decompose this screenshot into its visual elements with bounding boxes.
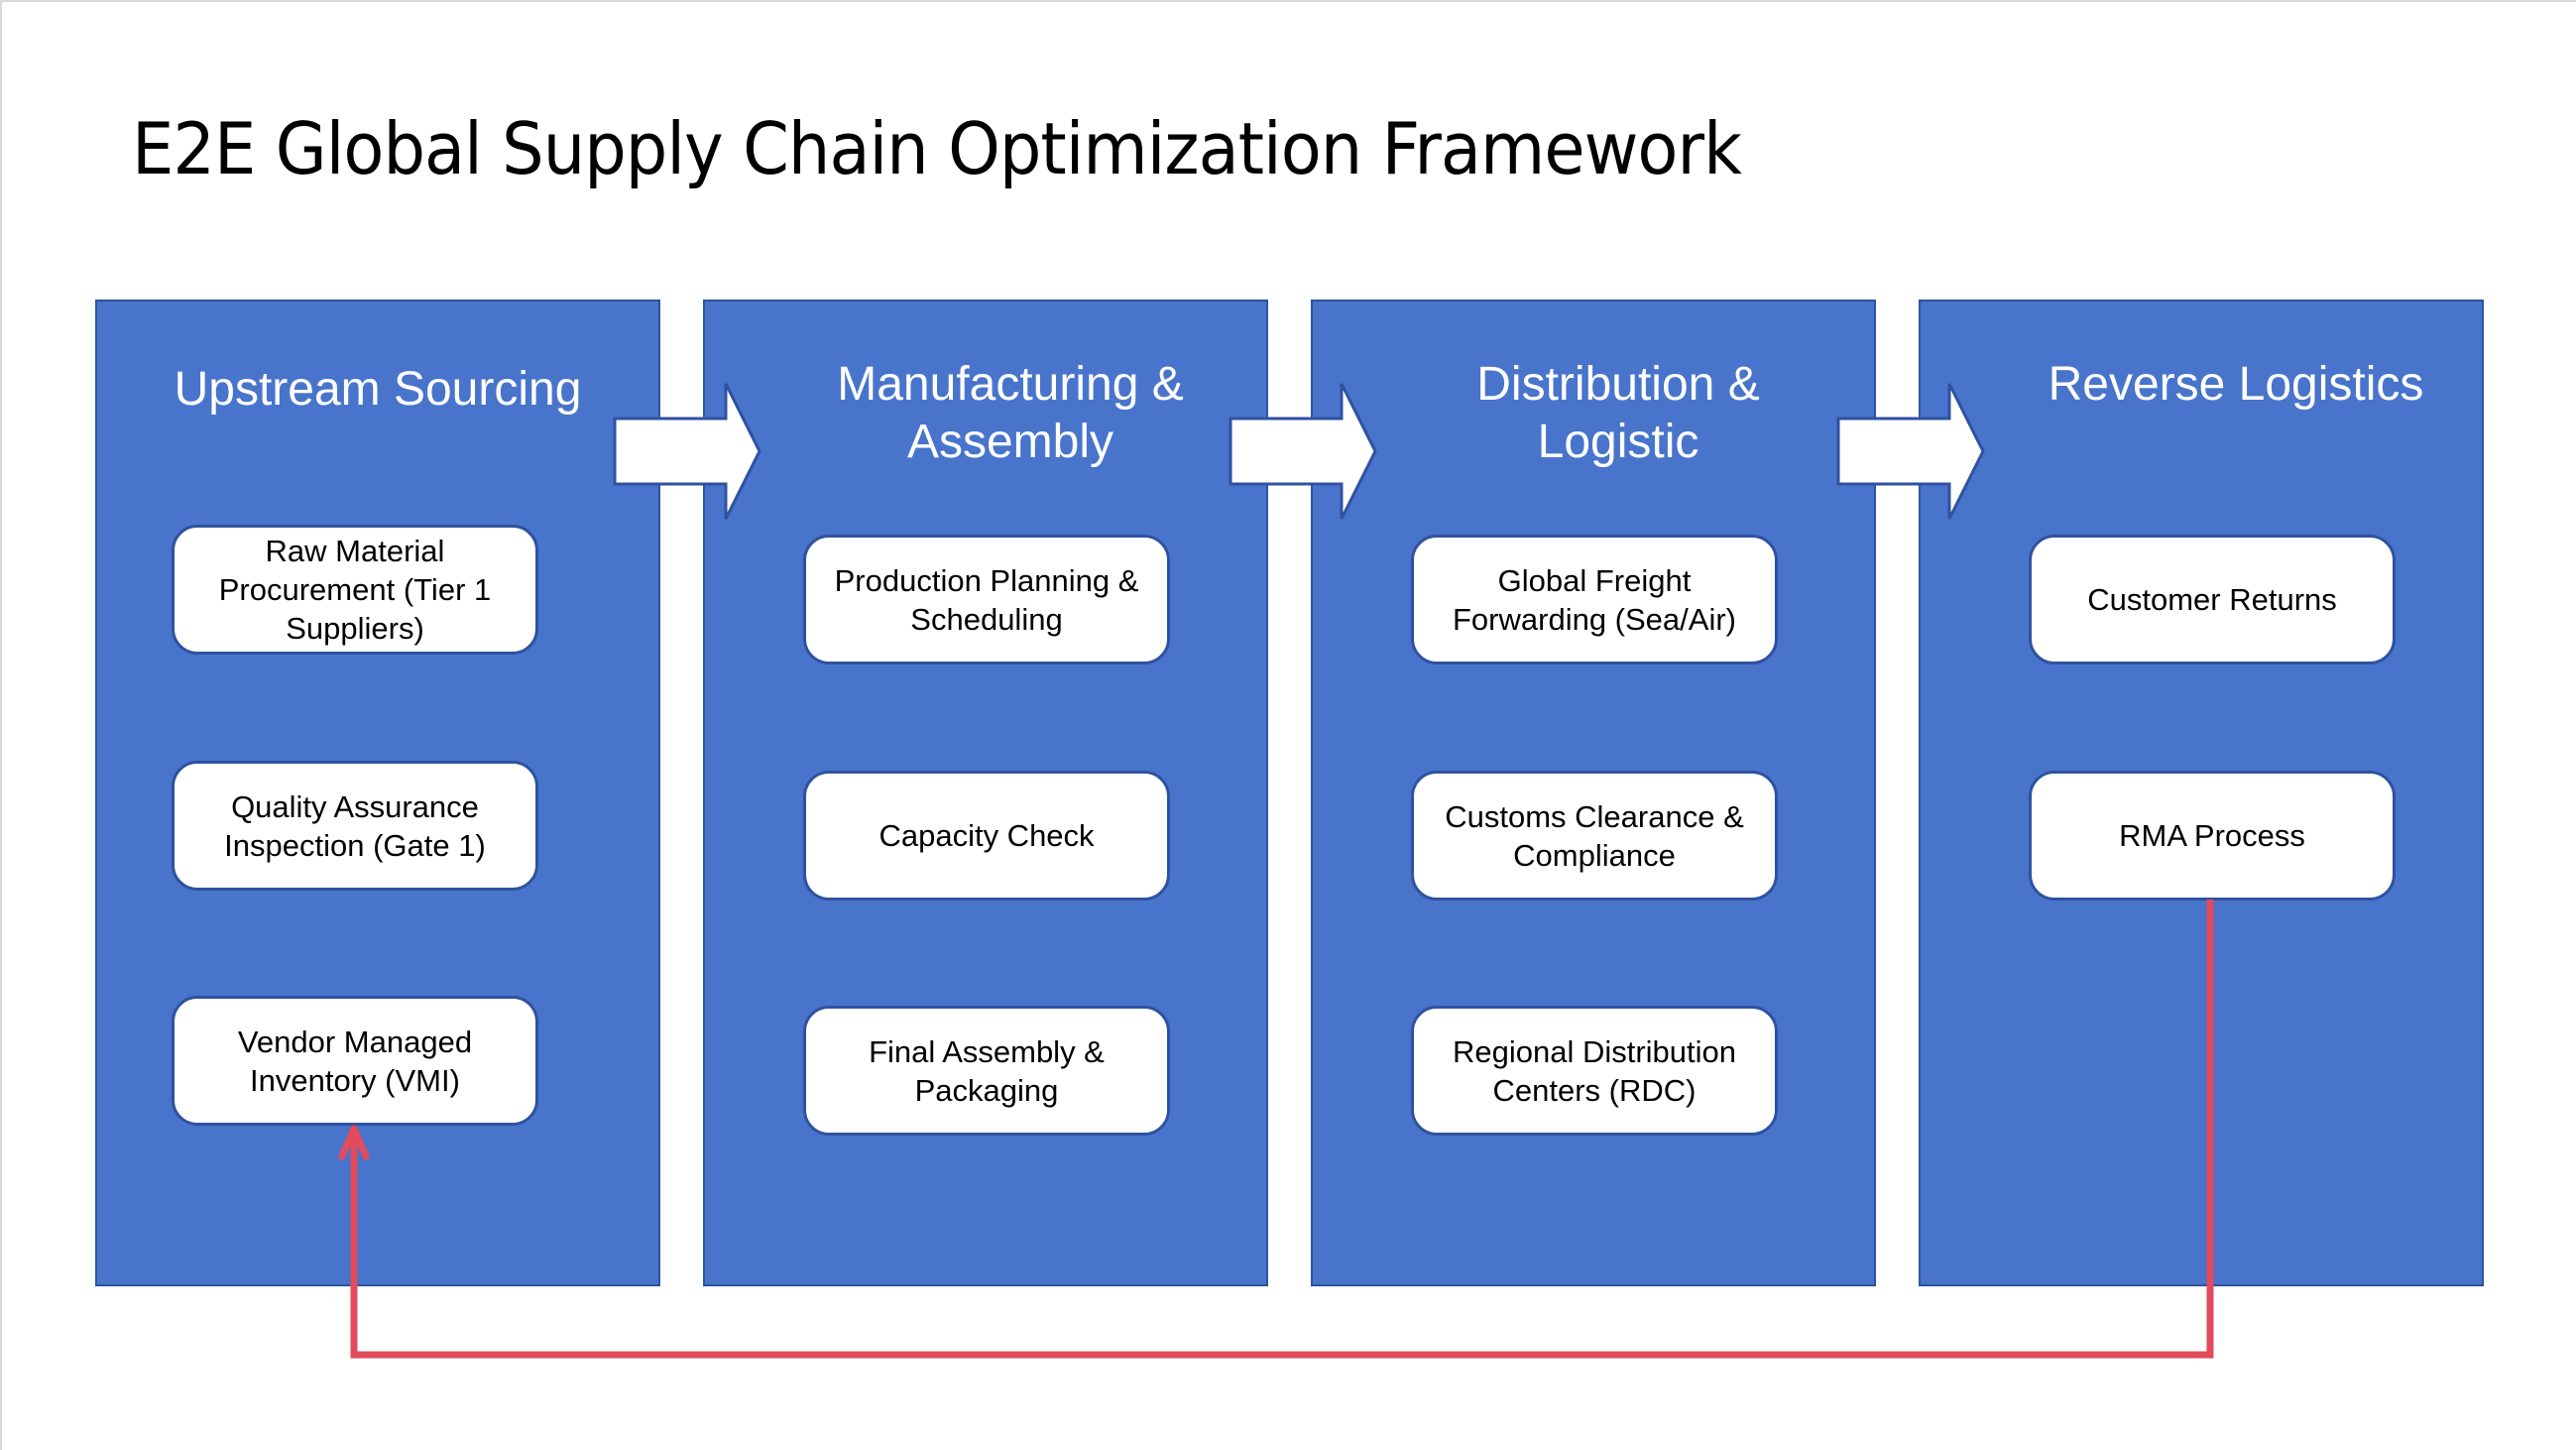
stage-title: Upstream Sourcing xyxy=(174,363,582,416)
stage-title: Manufacturing & Assembly xyxy=(837,358,1184,468)
stage-panel-manufacturing: Manufacturing & Assembly Production Plan… xyxy=(703,300,1268,1286)
step-box-final-assembly[interactable]: Final Assembly & Packaging xyxy=(803,1006,1170,1136)
stage-panel-upstream-sourcing: Upstream Sourcing Raw Material Procureme… xyxy=(95,300,660,1286)
step-box-capacity-check[interactable]: Capacity Check xyxy=(803,771,1170,901)
page-title: E2E Global Supply Chain Optimization Fra… xyxy=(132,107,1742,190)
step-box-quality-assurance[interactable]: Quality Assurance Inspection (Gate 1) xyxy=(172,761,538,891)
stage-panel-distribution: Distribution & Logistic Global Freight F… xyxy=(1311,300,1876,1286)
stage-title: Reverse Logistics xyxy=(2048,358,2424,411)
step-box-vmi[interactable]: Vendor Managed Inventory (VMI) xyxy=(172,996,538,1126)
stage-title: Distribution & Logistic xyxy=(1476,358,1760,468)
step-box-customs-clearance[interactable]: Customs Clearance & Compliance xyxy=(1411,771,1778,901)
stage-panel-reverse-logistics: Reverse Logistics Customer Returns RMA P… xyxy=(1919,300,2484,1286)
step-box-production-planning[interactable]: Production Planning & Scheduling xyxy=(803,535,1170,665)
step-box-freight-forwarding[interactable]: Global Freight Forwarding (Sea/Air) xyxy=(1411,535,1778,665)
step-box-rma-process[interactable]: RMA Process xyxy=(2029,771,2396,901)
step-box-customer-returns[interactable]: Customer Returns xyxy=(2029,535,2396,665)
step-box-raw-material[interactable]: Raw Material Procurement (Tier 1 Supplie… xyxy=(172,525,538,655)
step-box-rdc[interactable]: Regional Distribution Centers (RDC) xyxy=(1411,1006,1778,1136)
